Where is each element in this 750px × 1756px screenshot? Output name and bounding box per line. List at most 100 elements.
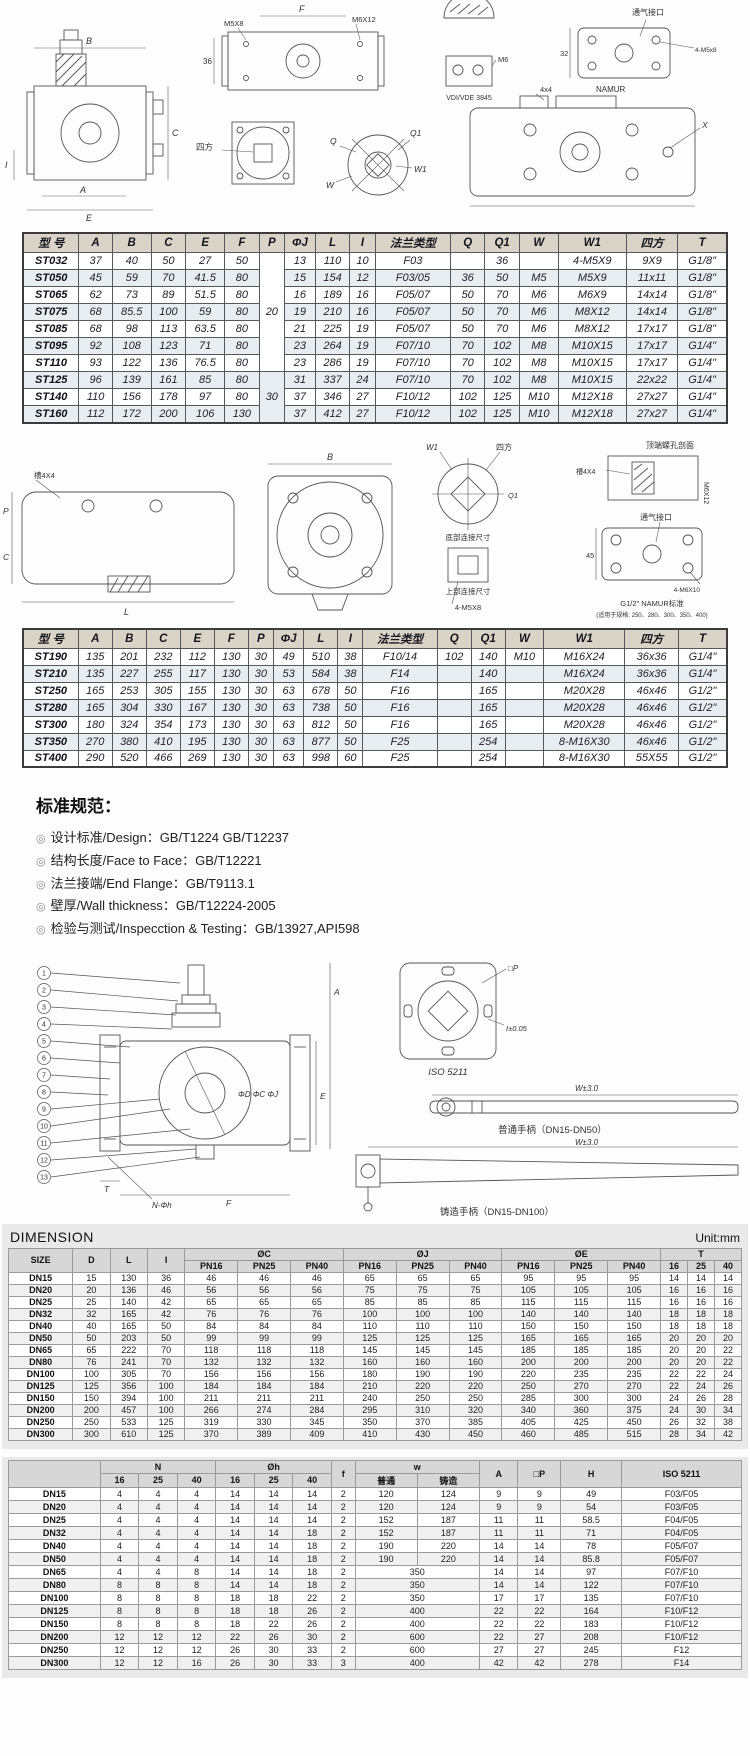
table-cell: 130 (213, 647, 249, 666)
table-cell: 63 (272, 732, 305, 751)
table-cell: 14 (478, 1577, 519, 1592)
table-cell: 37 (284, 405, 316, 423)
table-cell: 250 (448, 1391, 503, 1405)
dim-label-q1: Q1 (410, 128, 422, 138)
table-cell: 14 (215, 1577, 255, 1592)
table-cell: 18 (713, 1319, 743, 1333)
table-cell: M20X28 (543, 715, 626, 734)
table-cell (436, 715, 472, 734)
table-cell: M10X15 (557, 337, 627, 355)
table-cell: 253 (111, 681, 147, 700)
table-cell: 20 (686, 1343, 715, 1357)
table-cell: 190 (448, 1367, 503, 1381)
table-cell: 46 (237, 1271, 291, 1285)
table-header-cell: PN40 (448, 1259, 503, 1273)
table-cell: 19 (349, 354, 376, 372)
table-cell: 164 (560, 1603, 622, 1618)
table-cell: 165 (109, 1307, 148, 1321)
table-cell: 160 (342, 1355, 397, 1369)
table-cell: 254 (470, 749, 506, 768)
vdi-vde-label: VDI/VDE 3845 (446, 95, 492, 102)
table-cell: 50 (337, 681, 364, 700)
table-cell: F25 (362, 732, 438, 751)
table-cell: 42 (713, 1427, 743, 1441)
table-cell: 300 (72, 1427, 111, 1441)
table-cell: M5X9 (557, 269, 627, 287)
table-cell: 12 (99, 1642, 140, 1657)
table-cell: 241 (109, 1355, 148, 1369)
standards-item: ◎壁厚/Wall thickness：GB/T12224-2005 (36, 895, 714, 918)
table-cell: 18 (292, 1577, 332, 1592)
table-cell: F03/F05 (621, 1486, 742, 1501)
table-cell: 337 (314, 371, 351, 389)
table-cell: G1/4" (677, 354, 728, 372)
table-cell: 8 (99, 1616, 140, 1631)
plain-handle-drawing (429, 1094, 739, 1117)
table-header-cell: ØJ (342, 1247, 503, 1261)
thread-label-m6: M6 (498, 55, 508, 64)
table-cell: 18 (686, 1307, 715, 1321)
table-cell: 266 (184, 1403, 239, 1417)
table-cell: 16 (660, 1295, 688, 1309)
table-cell: 18 (660, 1319, 688, 1333)
table-cell: 125 (146, 1415, 186, 1429)
actuator-rear-view (469, 93, 701, 207)
table-header-cell: 25 (138, 1472, 178, 1488)
standards-section: 标准规范： ◎设计标准/Design：GB/T1224 GB/T12237 ◎结… (0, 778, 750, 949)
dim-label-square-p: □P (508, 964, 519, 973)
table-cell: 18 (686, 1319, 715, 1333)
table-cell: 130 (213, 732, 249, 751)
table-cell: F03 (374, 252, 451, 270)
table-header-cell: A (78, 232, 113, 253)
table-header-cell: Q (436, 628, 472, 649)
table-cell: 14 (253, 1512, 294, 1527)
table-cell: 28 (660, 1427, 688, 1441)
standards-item-text: 结构长度/Face to Face：GB/T12221 (50, 852, 262, 868)
table-cell: 110 (395, 1319, 450, 1333)
table-cell: 42 (478, 1655, 519, 1670)
table-cell: 84 (237, 1319, 291, 1333)
table-cell: 125 (395, 1331, 450, 1345)
dimension-header: DIMENSION Unit:mm (8, 1227, 742, 1248)
row-header-cell: ST065 (22, 286, 80, 304)
table-cell: 17x17 (625, 354, 679, 372)
table-cell: 12 (138, 1629, 178, 1644)
table-cell: 8 (176, 1564, 217, 1579)
table-cell: 222 (109, 1343, 148, 1357)
table-cell: 95 (554, 1271, 609, 1285)
table-cell: 26 (215, 1655, 255, 1670)
row-header-cell: ST032 (22, 252, 80, 270)
table-cell: 220 (416, 1538, 480, 1553)
dim-label-b: B (86, 36, 92, 46)
table-cell: 2 (330, 1564, 356, 1579)
table-cell: 32 (686, 1415, 715, 1429)
table-cell: 76 (237, 1307, 291, 1321)
table-cell: 235 (607, 1367, 662, 1381)
table-cell: 16 (713, 1283, 743, 1297)
table-cell: 27x27 (625, 388, 679, 406)
dim-label-36: 36 (203, 57, 212, 66)
table-cell: F16 (362, 681, 438, 700)
table-cell: 11 (517, 1525, 562, 1540)
dim-label-n-phih: N-Φh (152, 1201, 172, 1210)
table-cell: 22 (517, 1603, 562, 1618)
callout-number: 13 (40, 1174, 48, 1181)
table-cell: 130 (213, 715, 249, 734)
table-cell: 93 (78, 354, 113, 372)
callout-number: 8 (42, 1089, 46, 1096)
actuator-front-view (26, 29, 164, 181)
table-cell: 65 (184, 1295, 239, 1309)
table-cell: 125 (484, 405, 520, 423)
row-header-cell: DN15 (8, 1486, 101, 1501)
dim-label-phis: ΦD ΦC ΦJ (238, 1090, 279, 1099)
dim-label-x: X (701, 120, 708, 130)
table-cell: 18 (253, 1603, 294, 1618)
table-cell: 110 (448, 1319, 503, 1333)
circle-bullet-icon: ◎ (36, 901, 46, 914)
table-header-cell: □P (517, 1459, 562, 1488)
